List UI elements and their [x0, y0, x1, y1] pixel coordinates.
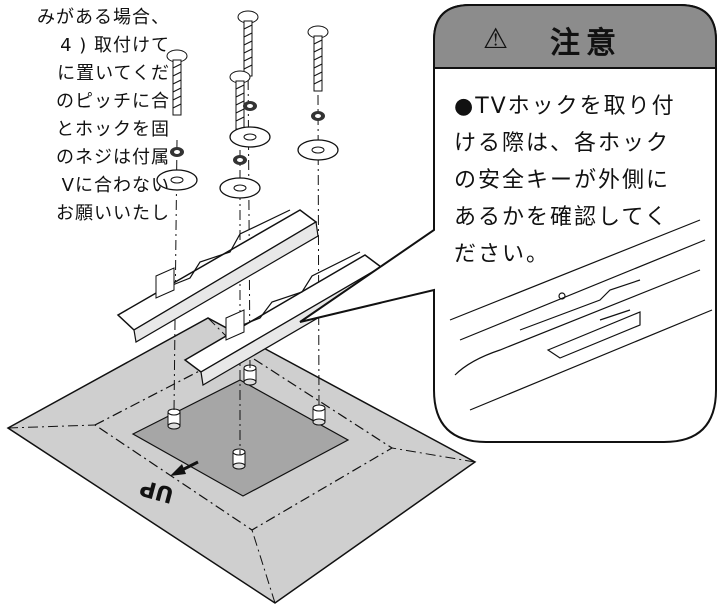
flat-washer: [297, 139, 339, 161]
caution-line: ださい。: [454, 242, 551, 267]
warning-icon: ⚠: [483, 22, 509, 55]
flat-washer: [219, 177, 261, 199]
base-corner-line: [7, 424, 96, 429]
caution-line: ●TVホックを取り付: [454, 94, 676, 119]
stud: [232, 448, 246, 470]
lock-washer: [170, 147, 184, 157]
hook-bracket: [116, 209, 319, 343]
caution-header: [433, 4, 717, 69]
base-corner-line: [251, 529, 276, 604]
lock-washer: [233, 155, 247, 165]
base-corner-line: [391, 447, 476, 463]
instruction-line: とホックを固: [56, 119, 170, 140]
flat-washer: [229, 126, 271, 148]
instruction-line: お願いいたし: [56, 203, 170, 224]
instruction-line: に置いてくだ: [57, 63, 170, 84]
lock-washer: [311, 111, 325, 121]
stud: [312, 404, 326, 426]
caution-heading: 注意: [550, 26, 622, 61]
base-corner-line: [207, 317, 241, 351]
instruction-line: みがある場合、: [37, 7, 170, 28]
screw: [166, 49, 188, 116]
instruction-line: 4 ) 取付けて: [60, 35, 170, 56]
caution-line: ける際は、各ホック: [454, 131, 671, 156]
caution-callout: [299, 4, 717, 443]
instruction-line: のネジは付属: [56, 147, 170, 168]
caution-line: あるかを確認してく: [454, 205, 669, 230]
up-arrow: [170, 460, 199, 476]
instruction-line: のピッチに合: [56, 91, 170, 112]
caution-body: ●TVホックを取り付 ける際は、各ホック の安全キーが外側に あるかを確認してく…: [454, 88, 714, 273]
screw: [229, 70, 251, 130]
caution-title: ⚠ 注意: [458, 18, 698, 61]
caution-line: の安全キーが外側に: [454, 168, 671, 193]
instruction-text-left: みがある場合、 4 ) 取付けて に置いてくだ のピッチに合 とホックを固 のネ…: [0, 4, 170, 228]
lock-washer: [243, 101, 257, 111]
hook-detail-sketch: [449, 219, 713, 411]
flat-washer: [156, 169, 198, 191]
instruction-line: Vに合わない: [61, 175, 170, 196]
screw: [237, 10, 259, 77]
screw: [307, 25, 329, 92]
